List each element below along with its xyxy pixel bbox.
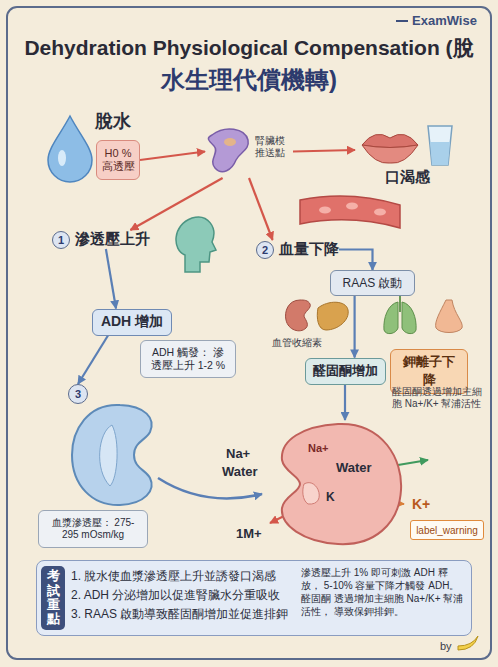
blood-cell	[319, 207, 331, 214]
node-text: RAAS 啟動	[342, 275, 402, 292]
membrane-spot	[224, 138, 236, 146]
node-text: Na+	[308, 442, 329, 454]
connector-arrow	[344, 385, 346, 421]
ion-label: Na+	[226, 446, 250, 461]
note-text: 醛固酮透過增加主細胞 Na+/K+ 幫浦活性	[392, 386, 482, 410]
node-text: ADH 增加	[101, 313, 163, 331]
node-text: 脫水	[95, 115, 131, 128]
liver-icon	[317, 302, 348, 330]
byline: by	[440, 640, 452, 652]
node-text: 1. 脫水使血漿滲透壓上升並誘發口渴感	[71, 569, 276, 584]
transport-arrow	[158, 478, 262, 498]
node-text: 鉀離子下降	[397, 353, 461, 389]
illustration-node: 腎臟模 推送點	[205, 125, 293, 178]
node-text: 2. ADH 分泌增加以促進腎臟水分重吸收	[71, 588, 280, 603]
connector-arrow	[339, 250, 373, 271]
warning-box: label_warning	[410, 520, 484, 540]
node-text: ADH 觸發： 滲透壓上升 1-2 %	[147, 346, 229, 372]
node-text: label_warning	[416, 525, 478, 536]
page-frame	[7, 7, 491, 659]
node-text: 血漿滲透壓： 275-295 mOsm/kg	[45, 517, 141, 541]
step-title: 血量下降	[279, 240, 339, 259]
lung-icon	[384, 302, 398, 334]
ion-label: Water	[222, 464, 258, 479]
summary-tab: 考試重點	[41, 566, 65, 630]
blood-cell	[346, 203, 358, 210]
node-text: K	[326, 490, 335, 504]
illustration-node: 口渴感	[355, 122, 460, 192]
summary-panel: 1. 脫水使血漿滲透壓上升並誘發口渴感 2. ADH 分泌增加以促進腎臟水分重吸收…	[36, 560, 472, 636]
nose-icon	[436, 300, 463, 333]
brand-tag: ExamWise	[412, 13, 477, 28]
node-text: Water	[336, 460, 372, 475]
glass	[428, 126, 452, 165]
membrane-figure	[208, 129, 248, 172]
note-box: ADH 觸發： 滲透壓上升 1-2 %	[140, 340, 236, 378]
callout-number: 2	[256, 241, 274, 259]
tag-rule	[396, 20, 408, 22]
kidney-medulla	[303, 483, 319, 504]
kidney-pelvis	[100, 425, 117, 486]
trachea	[399, 296, 401, 312]
lung-icon	[402, 302, 416, 334]
node-text: 滲透壓上升 1% 即可刺激 ADH 釋放， 5-10% 容量下降才觸發 ADH。…	[301, 566, 465, 618]
blood-cell	[374, 209, 386, 216]
lower-lip	[362, 145, 418, 163]
connector-arrow	[78, 336, 108, 385]
step-heading: 2 血量下降	[256, 240, 339, 259]
step-heading: 1 滲透壓上升	[52, 230, 150, 249]
callout-number: 3	[68, 384, 88, 404]
glass-water	[430, 142, 450, 165]
ion-label: 1M+	[236, 526, 262, 541]
connector-arrow	[130, 178, 222, 230]
connector-arrow	[140, 152, 205, 161]
node-text: 腎臟模 推送點	[255, 135, 293, 159]
node-text: H0 % 高透壓	[99, 147, 137, 173]
node-text: 3	[75, 388, 81, 400]
left-kidney	[72, 405, 152, 505]
connector-arrow	[293, 150, 355, 152]
node-text: 考試重點	[47, 569, 60, 626]
head-figure	[176, 217, 216, 272]
ion-label: K+	[412, 496, 430, 512]
process-box: ADH 增加	[92, 309, 172, 336]
node-text: 醛固酮增加	[313, 362, 378, 380]
kidney-icon	[286, 300, 311, 331]
node-text: 3. RAAS 啟動導致醛固酮增加並促進排鉀	[71, 607, 288, 622]
part-label: 血管收縮素	[272, 337, 322, 349]
diagram-title: Dehydration Physiological Compensation (…	[14, 32, 484, 96]
process-box: 醛固酮增加	[305, 358, 386, 385]
node-text: 口渴感	[355, 168, 460, 187]
connector-arrow	[249, 178, 273, 240]
process-box: RAAS 啟動	[330, 270, 415, 296]
kidney-outline	[268, 420, 405, 548]
step-title: 滲透壓上升	[75, 230, 150, 249]
value-box: 血漿滲透壓： 275-295 mOsm/kg	[38, 510, 148, 548]
kidney-shape: Na+ WaterK	[268, 420, 405, 548]
water-drop	[48, 116, 92, 182]
banana-icon	[458, 636, 478, 650]
condition-box: 脫水H0 % 高透壓	[96, 140, 140, 180]
connector-arrow	[354, 296, 356, 358]
callout-number: 1	[52, 231, 70, 249]
kidney-body	[282, 424, 401, 544]
connector-arrow	[106, 249, 116, 309]
upper-lip	[362, 134, 418, 147]
blood-vessel	[300, 196, 400, 228]
drop-highlight	[58, 150, 66, 166]
